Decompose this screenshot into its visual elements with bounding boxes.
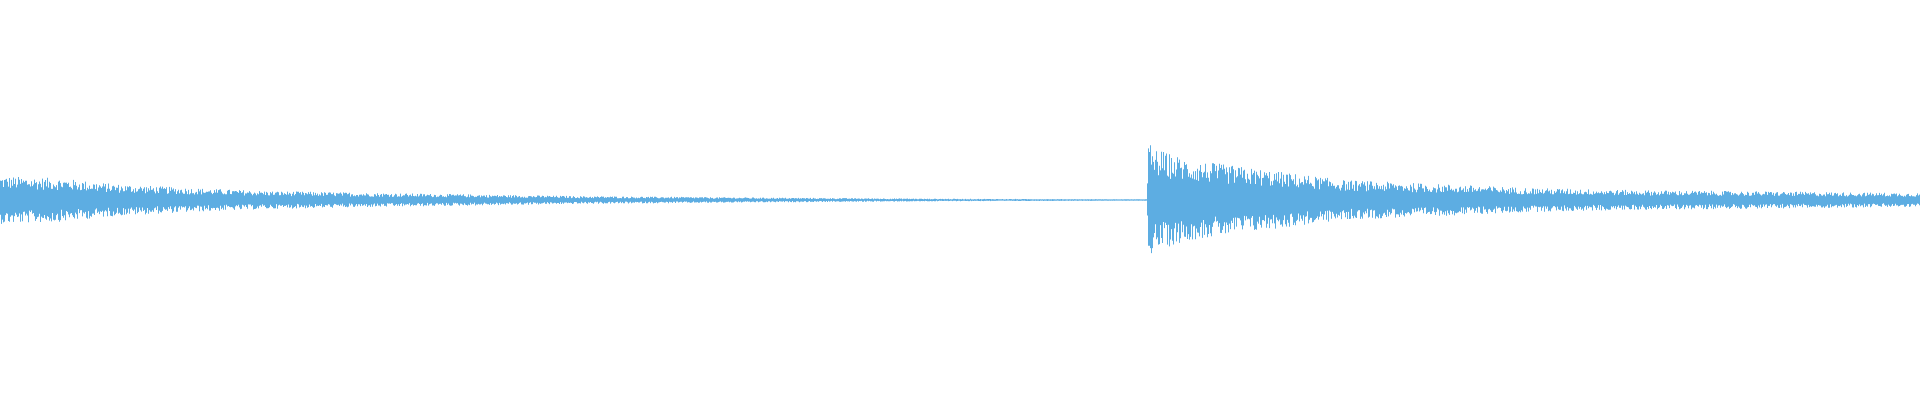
waveform-path <box>0 145 1920 254</box>
waveform-bars <box>0 145 1920 254</box>
